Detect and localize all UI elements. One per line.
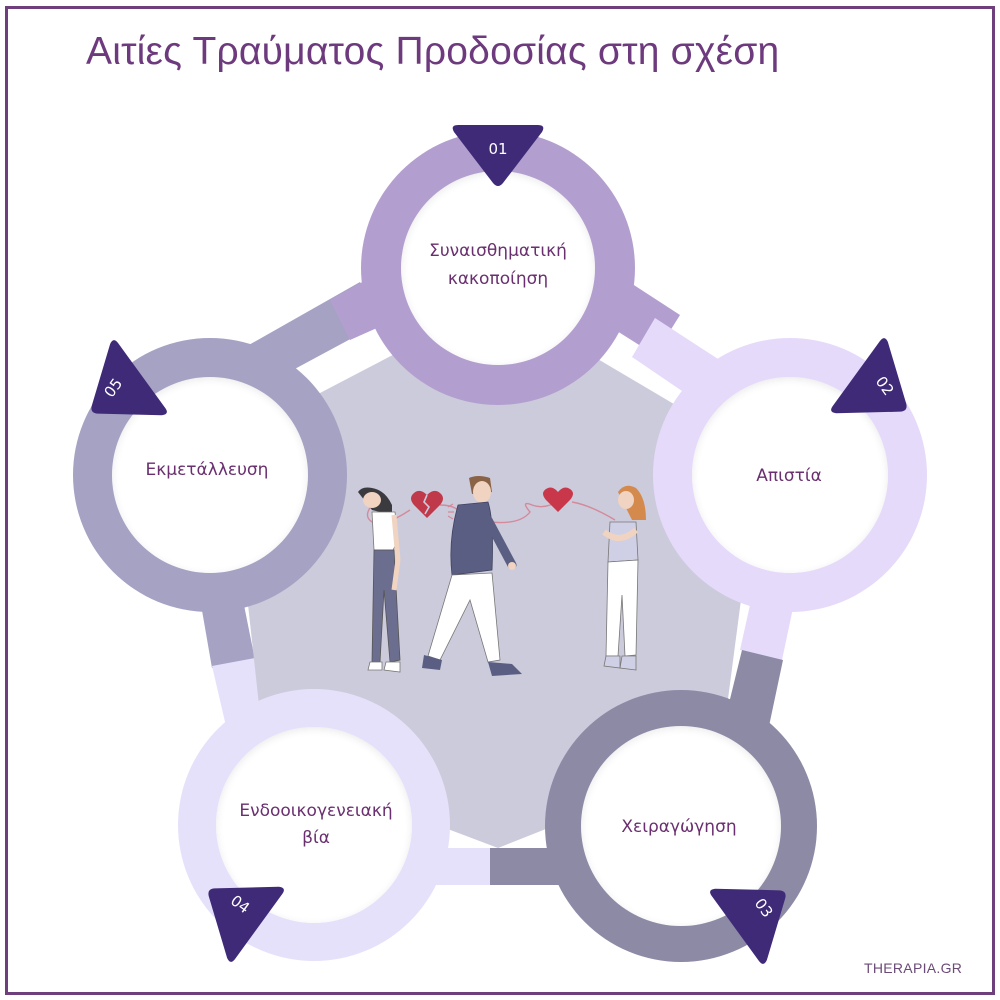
badge-04: 04 xyxy=(208,886,284,962)
badge-number-01: 01 xyxy=(488,140,507,158)
badge-02: 02 xyxy=(831,338,907,414)
walking-man-figure xyxy=(422,476,522,676)
cause-label-1-line-1: Συναισθηματική xyxy=(429,241,567,261)
brand-watermark: THERAPIA.GR xyxy=(864,960,963,976)
cause-label-5: Εκμετάλλευση xyxy=(146,460,269,480)
outer-frame xyxy=(5,6,995,995)
cause-label-1-line-2: κακοποίηση xyxy=(448,269,548,289)
sad-woman-figure xyxy=(358,487,401,673)
center-illustration xyxy=(358,476,646,676)
cause-item-1 xyxy=(361,131,635,405)
broken-heart-icon xyxy=(411,490,454,520)
cause-label-4-line-1: Ενδοοικογενειακή xyxy=(239,801,392,821)
cause-label-4-line-2: βία xyxy=(302,828,330,848)
crossed-arms-woman-figure xyxy=(602,485,646,671)
heart-icon xyxy=(543,487,573,512)
page-title: Αιτίες Τραύματος Προδοσίας στη σχέση xyxy=(86,30,780,73)
badge-03: 03 xyxy=(710,888,786,964)
cause-label-2: Απιστία xyxy=(756,466,822,486)
badge-01: 01 xyxy=(452,125,544,186)
badge-05: 05 xyxy=(91,340,167,416)
cause-label-3: Χειραγώγηση xyxy=(621,817,736,837)
